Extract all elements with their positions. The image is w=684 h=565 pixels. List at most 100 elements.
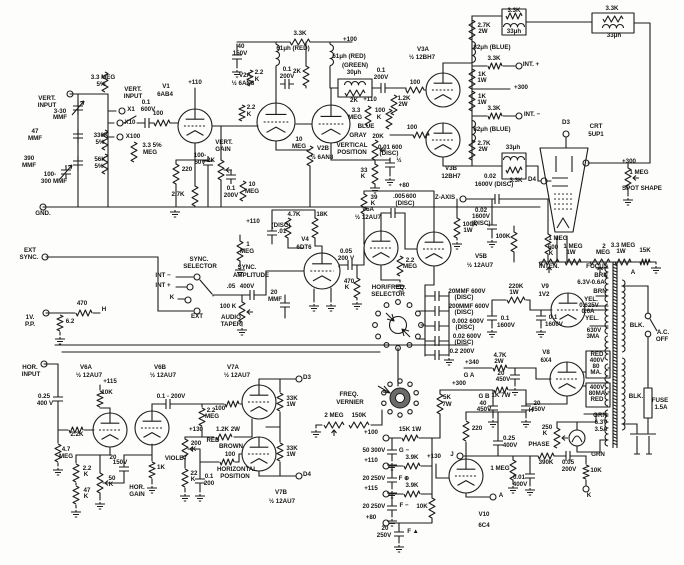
schematic-label: BRN — [593, 288, 607, 295]
schematic-label: V2A — [239, 72, 252, 79]
schematic-label: D4 — [528, 176, 536, 183]
schematic-label: V3A — [417, 46, 430, 53]
plate — [100, 413, 120, 424]
schematic-label: (DISC) — [272, 222, 291, 229]
schematic-label: 0.05 — [340, 248, 353, 255]
resistor — [468, 68, 476, 90]
hor-freq-selector — [372, 299, 424, 351]
schematic-label: 1W — [286, 451, 295, 458]
selector-contact — [418, 322, 424, 328]
core-hatch — [612, 321, 618, 324]
tube-V2B — [311, 104, 351, 144]
schematic-label: A.C. — [657, 329, 670, 336]
crt-grid-dot — [570, 208, 572, 210]
resistor — [564, 258, 582, 266]
crt-grid-dot — [558, 193, 560, 195]
schematic-label: 10K — [416, 503, 428, 510]
schematic-label: INPUT — [22, 371, 41, 378]
schematic-label: 390 — [24, 155, 35, 162]
schematic-label: MEG — [403, 263, 417, 270]
schematic-label: 0.1 — [501, 315, 510, 322]
schematic-label: 6C4 — [478, 522, 490, 529]
schematic-label: 5% — [95, 163, 104, 170]
cathode — [250, 458, 268, 464]
selector-contact — [375, 310, 382, 317]
tube-V9 — [550, 292, 586, 328]
resistor — [72, 485, 80, 505]
capacitor — [510, 370, 520, 384]
schematic-label: 3.3 5% — [142, 142, 162, 149]
crt-grid-dot — [554, 193, 556, 195]
schematic-label: K — [371, 200, 376, 207]
crt-grid-dot — [554, 208, 556, 210]
schematic-label: 80 — [593, 363, 600, 370]
schematic-label: YEL. — [585, 315, 599, 322]
plate — [433, 73, 453, 84]
schematic-label: 400V — [590, 384, 605, 391]
resistor — [101, 129, 109, 151]
schematic-label: 400V — [503, 442, 518, 449]
schematic-label: 3.3K — [605, 5, 619, 12]
vernier-contact — [381, 400, 387, 407]
schematic-label: INT + — [155, 282, 171, 289]
schematic-label: 1600V (DISC) — [475, 181, 514, 188]
terminal — [116, 119, 124, 127]
core-hatch — [612, 327, 618, 331]
ground-symbol — [488, 420, 498, 428]
schematic-label: 50 — [109, 475, 116, 482]
schematic-label: 50V — [194, 159, 206, 166]
plate — [557, 362, 577, 373]
schematic-label: GND. — [35, 210, 51, 217]
selector-contact — [414, 333, 421, 340]
schematic-label: 82μh (BLUE) — [473, 126, 510, 133]
selector-contact — [414, 310, 421, 317]
schematic-label: 600 — [406, 193, 417, 200]
schematic-label: 1 — [246, 241, 250, 248]
capacitor — [430, 321, 444, 331]
schematic-label: MA. — [590, 369, 602, 376]
core-hatch — [612, 433, 618, 436]
vernier-contact — [407, 409, 413, 415]
schematic-label: 1K — [478, 93, 486, 100]
schematic-label: 82μh (BLUE) — [473, 44, 510, 51]
schematic-label: INT. − — [524, 111, 541, 118]
schematic-label: MMF — [22, 162, 36, 169]
schematic-label: ½ 6AN8 — [311, 154, 334, 161]
core-hatch — [612, 375, 618, 379]
schematic-label: 200V — [374, 74, 389, 81]
terminal — [184, 296, 192, 304]
resistor — [505, 166, 523, 174]
schematic-label: GRN — [591, 451, 605, 458]
schematic-label: K — [587, 492, 592, 499]
cathode — [457, 480, 475, 486]
resistor — [101, 153, 109, 175]
schematic-label: 2 — [602, 243, 606, 250]
plate — [558, 293, 578, 304]
terminal — [489, 493, 497, 501]
core-hatch — [612, 388, 618, 391]
terminal — [456, 452, 464, 460]
plate — [320, 105, 342, 117]
terminal — [41, 253, 49, 261]
resistor — [75, 309, 93, 317]
trimmer-arrow — [59, 164, 73, 180]
resistor — [215, 433, 233, 441]
schematic-label: MMF — [28, 135, 42, 142]
schematic-label: OFF — [656, 336, 669, 343]
schematic-label: 450V — [496, 376, 511, 383]
schematic-label: 50 — [363, 447, 370, 454]
schematic-label: EXT — [191, 313, 203, 320]
schematic-label: VERNIER — [336, 399, 364, 406]
selector-contact — [383, 302, 390, 309]
schematic-label: K — [549, 250, 554, 257]
schematic-label: 40 — [480, 400, 487, 407]
resistor — [353, 277, 361, 299]
pot-wiper-arrow — [632, 175, 639, 181]
resistor — [219, 458, 235, 466]
schematic-label: V4 — [301, 236, 309, 243]
schematic-label: 0.02 600V — [453, 333, 482, 340]
core-hatch — [612, 353, 618, 356]
capacitor — [232, 50, 242, 64]
schematic-label: 200V — [280, 73, 295, 80]
